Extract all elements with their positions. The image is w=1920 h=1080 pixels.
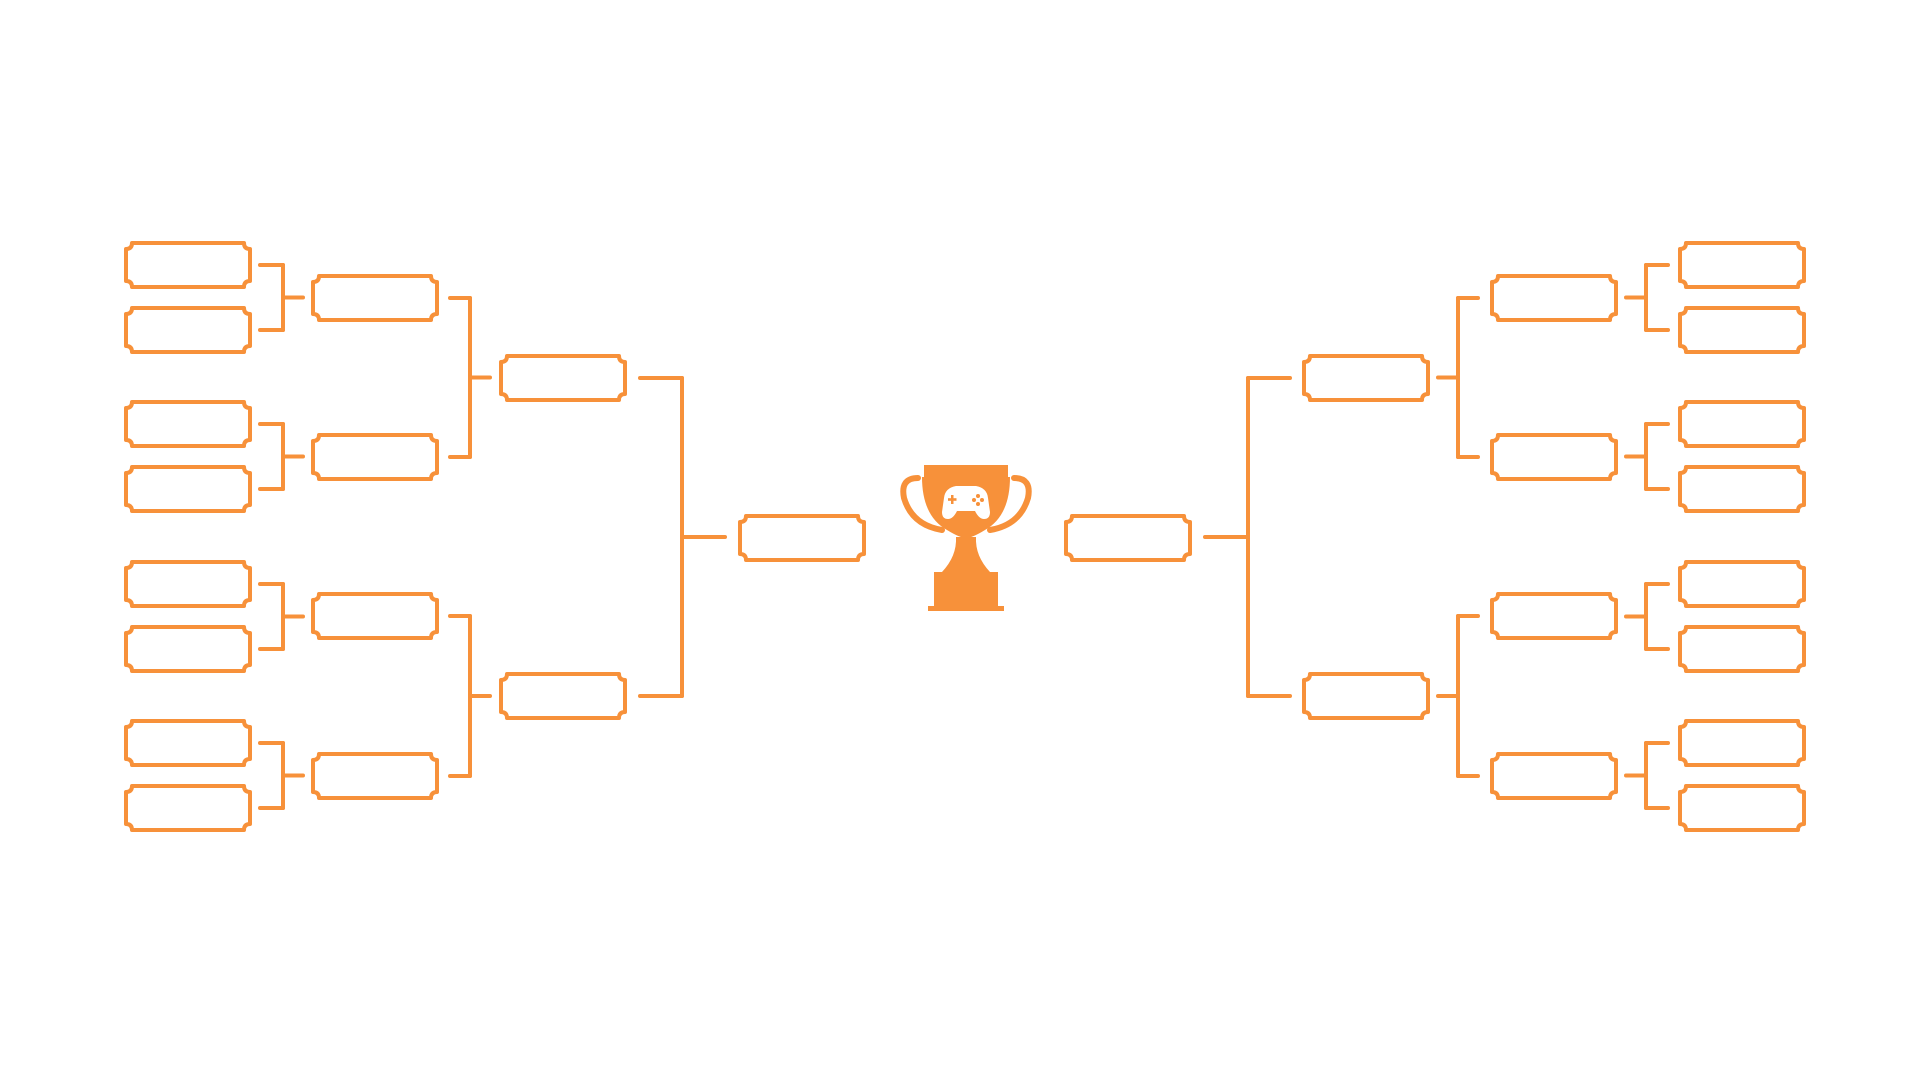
right-sf-slot-1-frame	[1302, 354, 1430, 402]
left-sf-slot-2	[499, 672, 627, 720]
left-sf-slot-1-frame	[499, 354, 627, 402]
left-qf-slot-3-frame	[311, 592, 439, 640]
left-r16-slot-7-frame	[124, 719, 252, 767]
right-qf-slot-2	[1490, 433, 1618, 481]
right-r16-slot-5-frame	[1678, 560, 1806, 608]
left-qf-slot-1-frame	[311, 274, 439, 322]
left-r16-slot-8-frame	[124, 784, 252, 832]
left-r16-slot-1-frame	[124, 241, 252, 289]
right-qf-slot-1-frame	[1490, 274, 1618, 322]
left-qf-slot-2	[311, 433, 439, 481]
left-r16-slot-3	[124, 400, 252, 448]
bracket-slots	[124, 241, 1806, 832]
left-qf-slot-3	[311, 592, 439, 640]
left-r16-slot-5	[124, 560, 252, 608]
right-r16-slot-4-frame	[1678, 465, 1806, 513]
left-r16-slot-6	[124, 625, 252, 673]
left-r16-slot-5-frame	[124, 560, 252, 608]
right-r16-slot-2-frame	[1678, 306, 1806, 354]
left-final-slot	[738, 514, 866, 562]
left-r16-slot-1	[124, 241, 252, 289]
left-qf-slot-1	[311, 274, 439, 322]
right-r16-slot-1-frame	[1678, 241, 1806, 289]
left-sf-slot-1	[499, 354, 627, 402]
right-r16-slot-3-frame	[1678, 400, 1806, 448]
left-r16-slot-6-frame	[124, 625, 252, 673]
right-r16-slot-5	[1678, 560, 1806, 608]
left-qf-slot-4	[311, 752, 439, 800]
right-final-slot-frame	[1064, 514, 1192, 562]
right-sf-slot-2	[1302, 672, 1430, 720]
left-r16-slot-2-frame	[124, 306, 252, 354]
left-r16-slot-3-frame	[124, 400, 252, 448]
left-r16-slot-4	[124, 465, 252, 513]
right-qf-slot-3-frame	[1490, 592, 1618, 640]
left-sf-slot-2-frame	[499, 672, 627, 720]
right-qf-slot-4-frame	[1490, 752, 1618, 800]
right-sf-slot-2-frame	[1302, 672, 1430, 720]
right-r16-slot-8-frame	[1678, 784, 1806, 832]
right-r16-slot-7	[1678, 719, 1806, 767]
right-r16-slot-3	[1678, 400, 1806, 448]
right-r16-slot-6-frame	[1678, 625, 1806, 673]
right-r16-slot-6	[1678, 625, 1806, 673]
right-r16-slot-2	[1678, 306, 1806, 354]
right-qf-slot-4	[1490, 752, 1618, 800]
left-r16-slot-2	[124, 306, 252, 354]
right-qf-slot-3	[1490, 592, 1618, 640]
bracket-connectors	[258, 263, 1670, 810]
right-r16-slot-1	[1678, 241, 1806, 289]
right-final-slot	[1064, 514, 1192, 562]
right-r16-slot-8	[1678, 784, 1806, 832]
left-r16-slot-4-frame	[124, 465, 252, 513]
left-qf-slot-4-frame	[311, 752, 439, 800]
right-qf-slot-2-frame	[1490, 433, 1618, 481]
right-sf-slot-1	[1302, 354, 1430, 402]
right-r16-slot-4	[1678, 465, 1806, 513]
left-qf-slot-2-frame	[311, 433, 439, 481]
game-controller-icon	[942, 486, 990, 519]
left-r16-slot-7	[124, 719, 252, 767]
trophy-icon	[900, 465, 1032, 611]
left-final-slot-frame	[738, 514, 866, 562]
right-qf-slot-1	[1490, 274, 1618, 322]
left-r16-slot-8	[124, 784, 252, 832]
right-r16-slot-7-frame	[1678, 719, 1806, 767]
